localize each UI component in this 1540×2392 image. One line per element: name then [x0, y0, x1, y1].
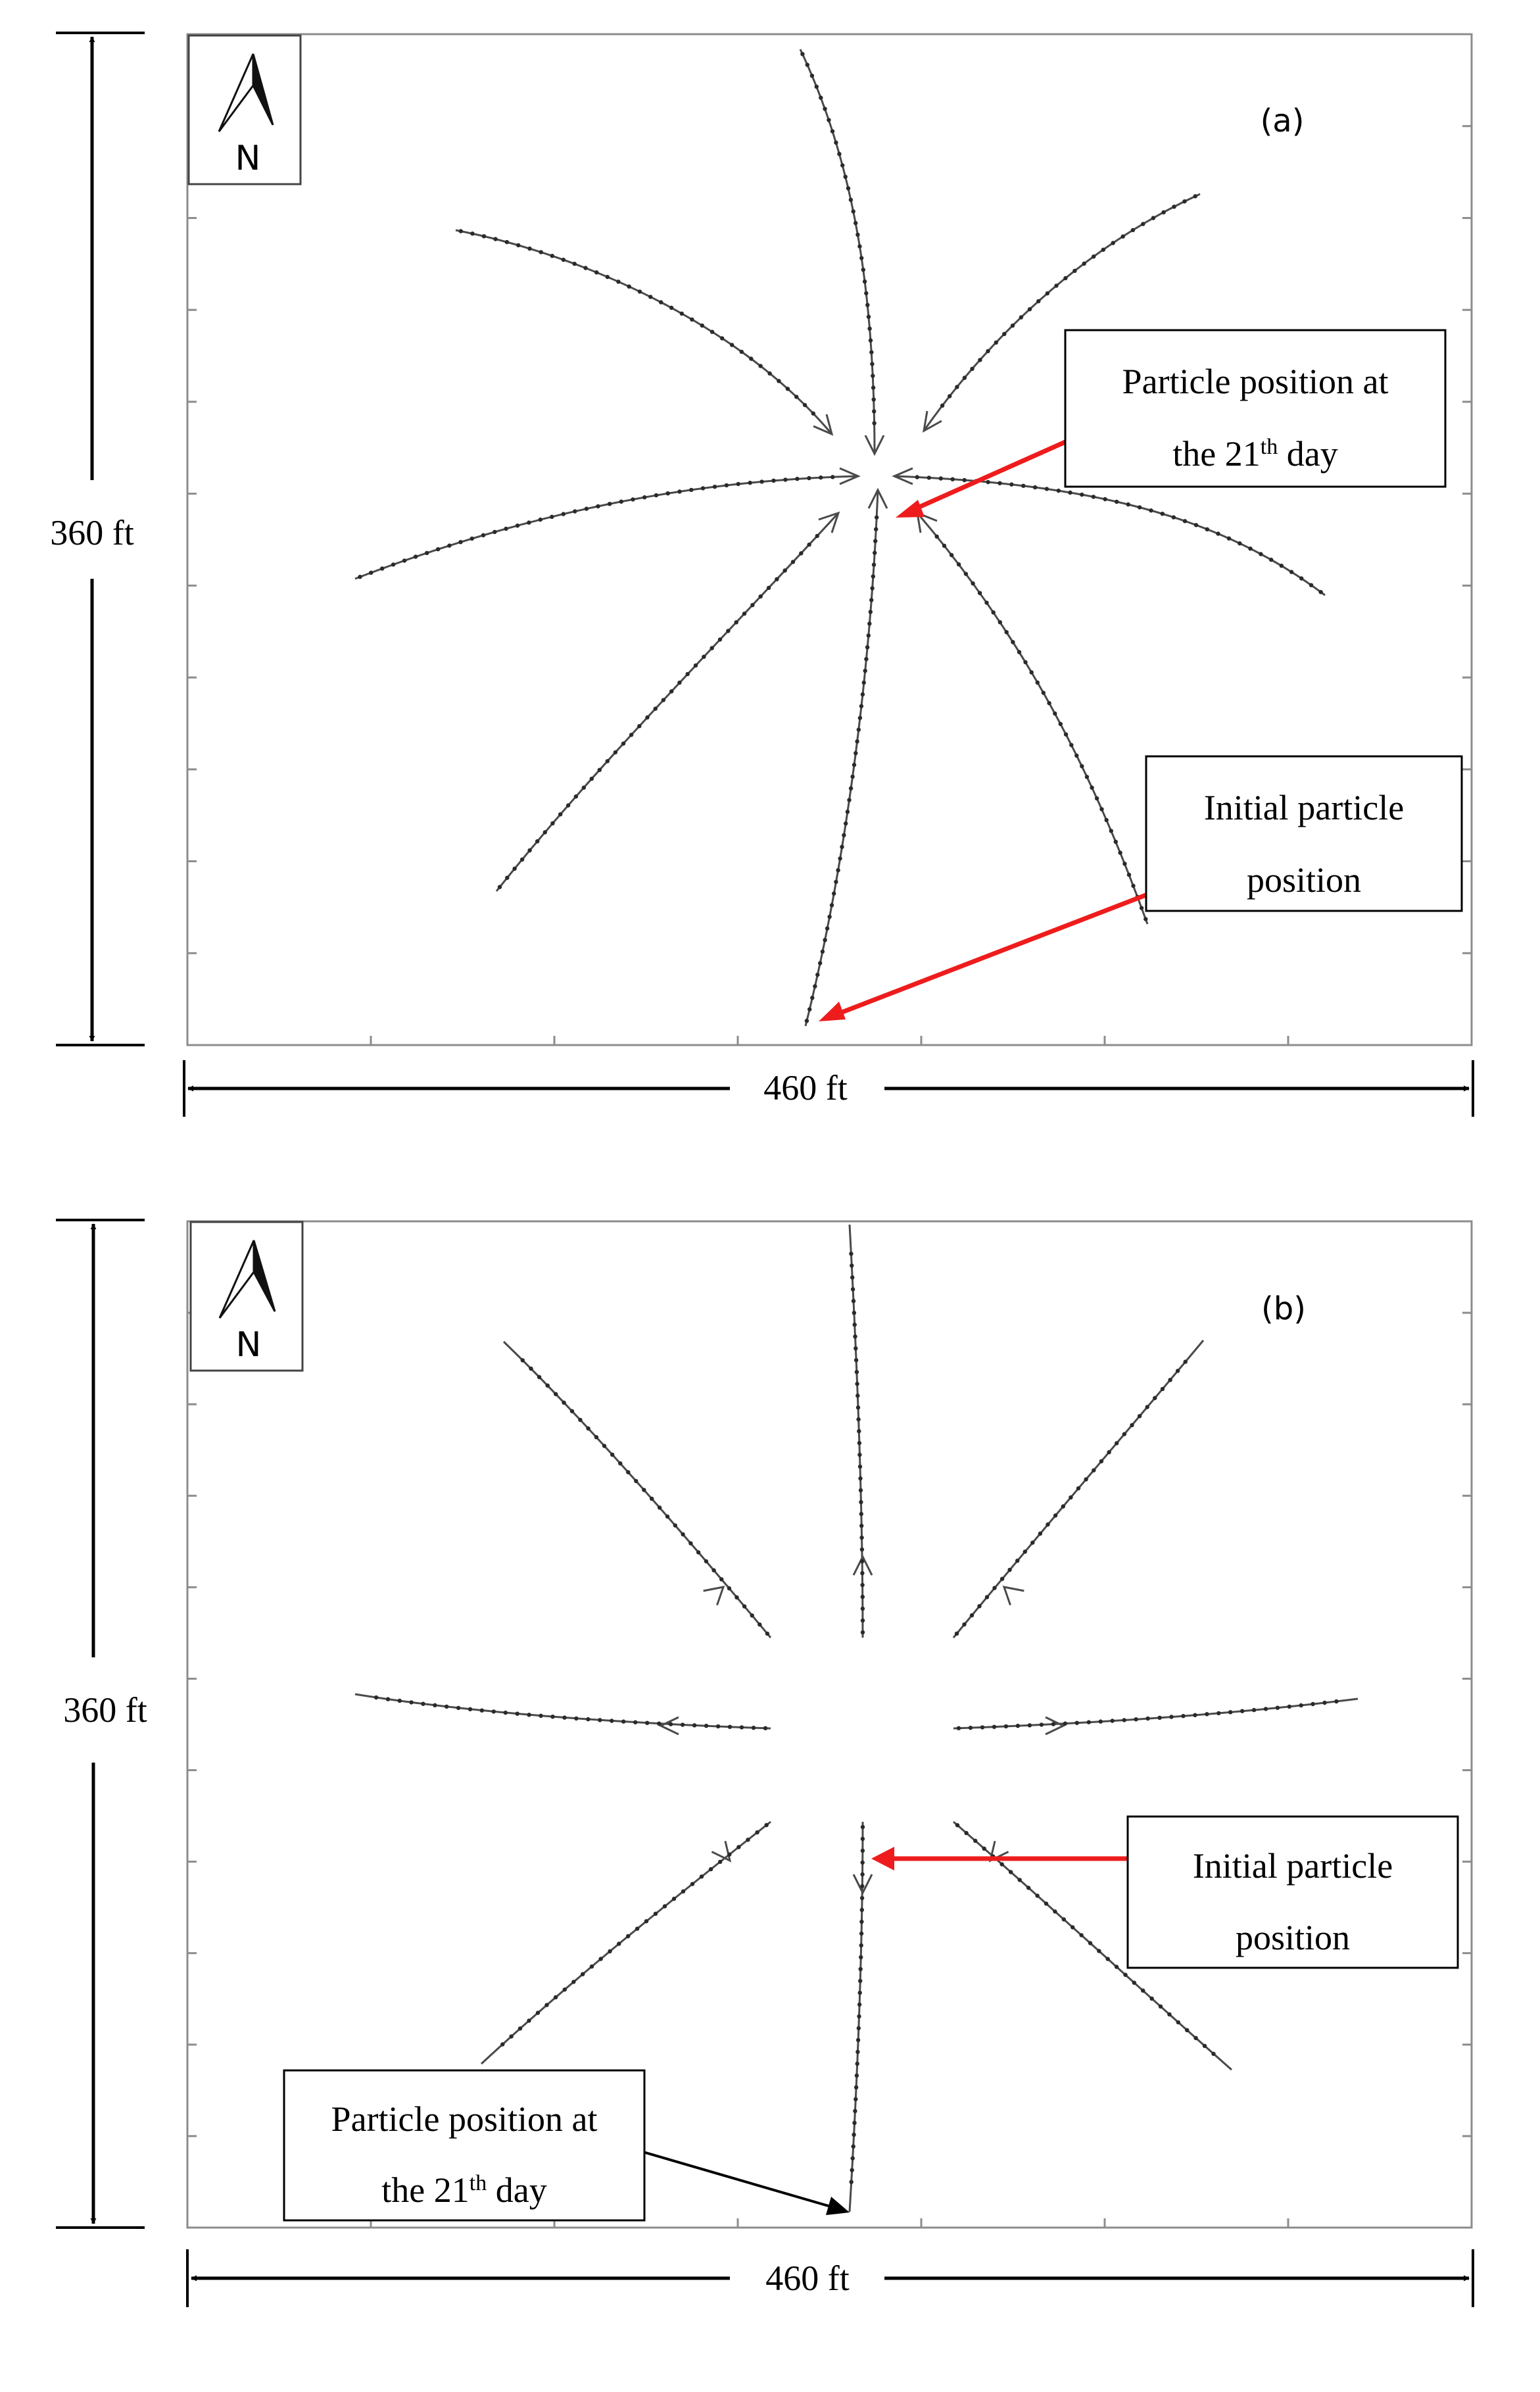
width-label: 460 ft: [763, 1068, 848, 1108]
callout-line-2: the 21th day: [381, 2170, 546, 2210]
north-arrow-icon: [218, 53, 274, 132]
height-label: 360 ft: [63, 1690, 147, 1730]
north-arrow-icon: [218, 1240, 276, 1319]
axis-ticks: [187, 125, 1472, 1045]
trajectory-w: [354, 467, 861, 580]
trajectory-e: [953, 1697, 1359, 1736]
north-label: N: [236, 1325, 262, 1365]
trajectory-s: [804, 487, 888, 1027]
callout-line-2: position: [1236, 1918, 1350, 1957]
width-dimension: 460 ft: [183, 1060, 1474, 1117]
trajectory-ne: [923, 193, 1201, 433]
trajectory-sw: [495, 511, 840, 892]
callout-final-position: Particle position at the 21th day: [896, 329, 1447, 518]
trajectory-nw: [502, 1340, 772, 1638]
trajectories: [354, 49, 1326, 1027]
height-dimension: 360 ft: [56, 1219, 147, 2229]
panel-b: N (b) Initial particle position Particle…: [56, 1219, 1474, 2307]
north-indicator: N: [189, 1221, 304, 1372]
callout-line-1: Initial particle: [1193, 1846, 1393, 1886]
callout-line-2: position: [1247, 860, 1361, 900]
callout-initial-position: Initial particle position: [871, 1815, 1459, 1969]
north-label: N: [235, 139, 261, 178]
trajectory-sw: [480, 1820, 771, 2065]
trajectory-se: [916, 511, 1149, 925]
panel-a: N (a) Particle position at the 21th day …: [50, 32, 1474, 1117]
panel-tag: (b): [1261, 1290, 1306, 1327]
callout-line-2: the 21th day: [1172, 434, 1337, 474]
callout-initial-position: Initial particle position: [819, 755, 1463, 1021]
north-indicator: N: [187, 34, 302, 185]
plot-frame: [186, 1220, 1473, 2229]
trajectory-ne: [952, 1340, 1205, 1638]
callout-line-1: Particle position at: [331, 2099, 598, 2139]
plot-frame: [186, 33, 1473, 1046]
height-label: 360 ft: [50, 513, 134, 552]
callout-line-1: Initial particle: [1204, 788, 1404, 827]
width-dimension: 460 ft: [186, 2249, 1474, 2307]
height-dimension: 360 ft: [50, 32, 145, 1046]
trajectory-w: [354, 1693, 771, 1736]
width-label: 460 ft: [765, 2258, 850, 2298]
trajectory-n: [848, 1224, 873, 1638]
trajectory-n: [799, 49, 885, 456]
trajectory-nw: [455, 229, 834, 436]
trajectory-s: [848, 1821, 873, 2212]
panel-tag: (a): [1261, 103, 1305, 139]
trajectories: [354, 1224, 1359, 2212]
callout-final-position: Particle position at the 21th day: [283, 2069, 850, 2222]
callout-line-1: Particle position at: [1122, 362, 1389, 401]
